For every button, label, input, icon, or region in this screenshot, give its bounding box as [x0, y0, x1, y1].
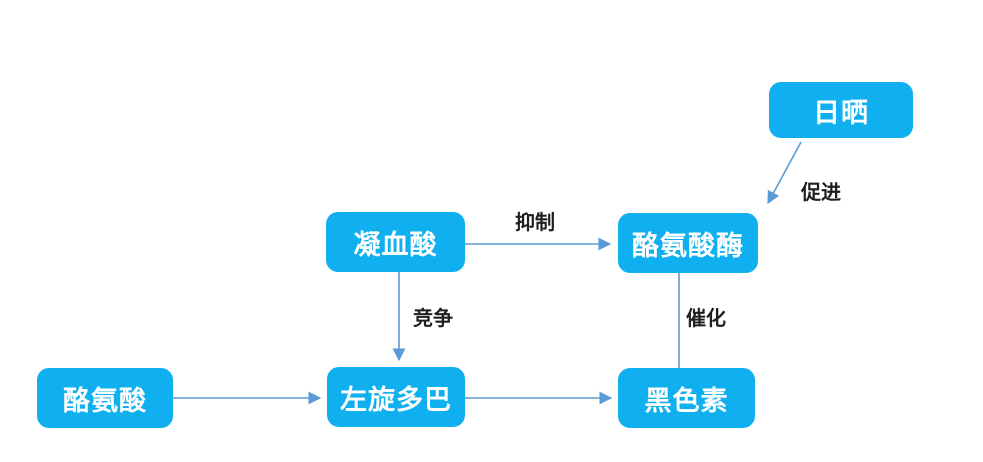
edge-label-inhibit: 抑制 [515, 212, 555, 234]
edge-label-catalyze: 催化 [686, 308, 726, 330]
node-melanin: 黑色素 [618, 368, 755, 428]
arrow-sun-to-tyrosinase [767, 141, 802, 205]
edge-label-promote: 促进 [801, 182, 841, 204]
node-sun: 日晒 [769, 82, 913, 138]
edge-label-compete: 竞争 [413, 308, 453, 330]
node-tyrosinase: 酪氨酸酶 [618, 213, 758, 273]
node-tranexamic-acid: 凝血酸 [326, 212, 465, 272]
node-tyrosine: 酪氨酸 [37, 368, 173, 428]
node-levodopa: 左旋多巴 [327, 367, 465, 427]
